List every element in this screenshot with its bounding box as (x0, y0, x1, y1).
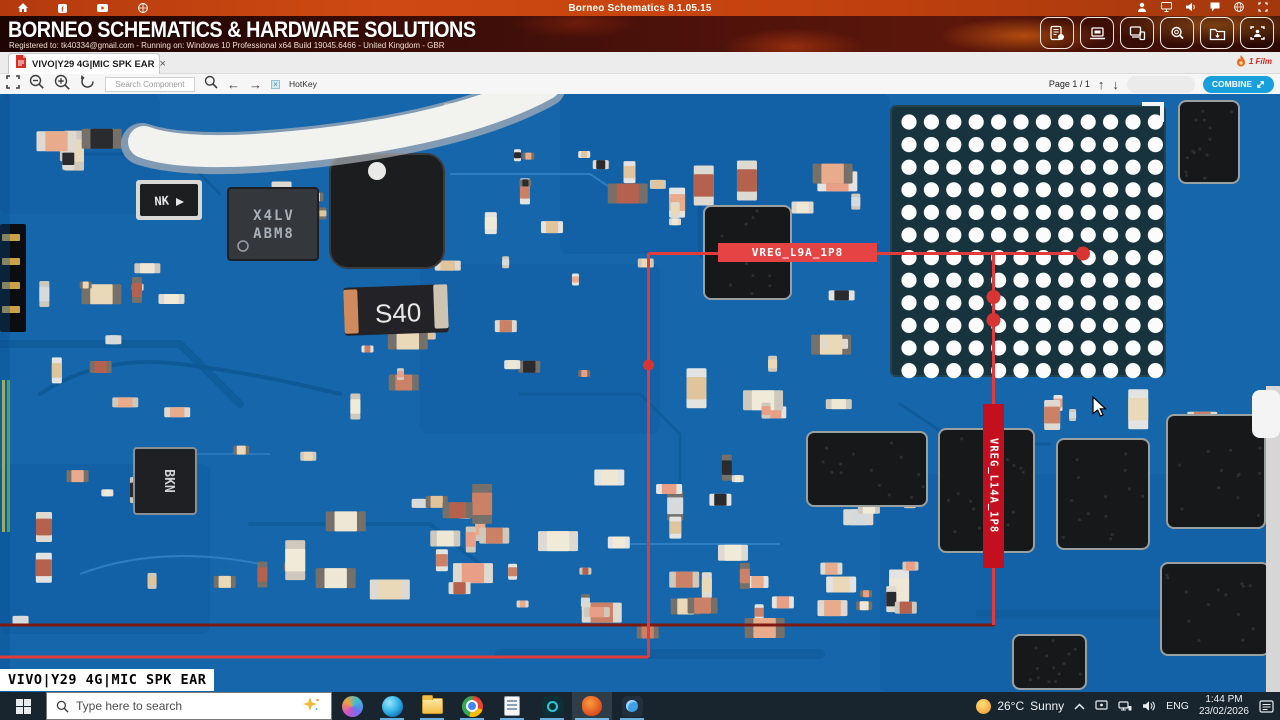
board-title-label: VIVO|Y29 4G|MIC SPK EAR (0, 669, 215, 691)
monitor-icon[interactable] (1161, 2, 1172, 12)
window-title: Borneo Schematics 8.1.05.15 (568, 2, 712, 14)
clock[interactable]: 1:44 PM 23/02/2026 (1199, 694, 1249, 719)
hotkey-checkbox[interactable]: × (271, 79, 280, 89)
svg-text:ABM8: ABM8 (253, 226, 295, 242)
weather-temp: 26°C (997, 699, 1025, 713)
weather-widget[interactable]: 26°C Sunny (976, 698, 1065, 714)
net-probe-dot (643, 359, 654, 371)
speaker-icon[interactable] (1186, 2, 1196, 12)
search-component-input[interactable] (105, 76, 195, 92)
windows-taskbar: Type here to search 26°C Sunny ENG 1:44 … (0, 692, 1280, 720)
atom-icon (541, 695, 563, 717)
banner-registration: Registered to: tk40334@gmail.com - Runni… (9, 41, 445, 50)
home-icon[interactable] (18, 3, 28, 13)
facebook-icon[interactable]: f (58, 3, 67, 13)
notepad-icon (504, 696, 520, 716)
page-down-button[interactable]: ↓ (1112, 76, 1119, 92)
combine-label: COMBINE (1211, 79, 1252, 89)
mouse-cursor (1092, 395, 1108, 417)
svg-text:NK: NK (154, 193, 170, 208)
files-badge: 1 Film (1236, 55, 1272, 67)
rotate-button[interactable] (80, 74, 96, 94)
taskbar-app-explorer[interactable] (412, 692, 452, 720)
search-doc-button[interactable] (1160, 17, 1194, 49)
chrome-icon (461, 695, 483, 717)
tab-label: VIVO|Y29 4G|MIC SPK EAR (32, 58, 155, 70)
svg-text:S40: S40 (374, 297, 421, 329)
show-hidden-icons-chevron[interactable] (1074, 702, 1085, 710)
viewer-toolbar: ← → × HotKey Page 1 / 1 ↑ ↓ COMBINE (0, 74, 1280, 94)
windows-logo-icon (15, 698, 31, 714)
back-button[interactable]: ← (227, 76, 240, 92)
svg-text:f: f (61, 4, 64, 12)
browser-icon[interactable] (138, 3, 148, 13)
app-banner: BORNEO SCHEMATICS & HARDWARE SOLUTIONS R… (0, 16, 1280, 52)
file-explorer-icon (421, 695, 443, 714)
net-label-vreg-l14a[interactable]: VREG_L14A_1P8 (983, 404, 1004, 568)
zoom-out-button[interactable] (29, 74, 45, 94)
clock-date: 23/02/2026 (1198, 706, 1249, 717)
weather-condition: Sunny (1030, 699, 1065, 713)
network-icon[interactable] (1118, 700, 1132, 712)
volume-icon[interactable] (1142, 700, 1156, 712)
laptop-button[interactable] (1080, 17, 1114, 49)
files-badge-label: 1 Film (1248, 56, 1272, 66)
screenshare-button[interactable] (1240, 17, 1274, 49)
tab-bar: VIVO|Y29 4G|MIC SPK EAR × 1 Film (0, 52, 1280, 74)
hotkey-label: HotKey (289, 79, 317, 89)
folder-download-button[interactable] (1200, 17, 1234, 49)
window-titlebar: f Borneo Schematics 8.1.05.15 (0, 0, 1280, 16)
edge-icon (381, 695, 403, 717)
taskbar-app-notepad[interactable] (492, 692, 532, 720)
search-icon[interactable] (204, 75, 218, 94)
user-icon[interactable] (1137, 2, 1147, 12)
net-label-vreg-l9a[interactable]: VREG_L9A_1P8 (718, 243, 877, 262)
flame-icon (1236, 55, 1245, 67)
search-icon (56, 700, 69, 713)
page-up-button[interactable]: ↑ (1097, 76, 1105, 92)
net-probe-dot (986, 313, 1001, 327)
youtube-icon[interactable] (97, 4, 108, 12)
clock-time: 1:44 PM (1205, 693, 1243, 705)
net-probe-dot (1076, 246, 1090, 261)
language-indicator[interactable]: ENG (1166, 700, 1189, 712)
expand-arrows-icon (1257, 80, 1264, 88)
tab-active[interactable]: VIVO|Y29 4G|MIC SPK EAR × (8, 53, 166, 74)
forward-button[interactable]: → (249, 76, 262, 92)
sun-icon (976, 698, 992, 714)
pdf-icon (15, 55, 27, 73)
net-probe-dot (986, 290, 1001, 304)
combine-button[interactable]: COMBINE (1202, 75, 1274, 93)
expand-icon[interactable] (1258, 2, 1268, 12)
copilot-icon (341, 695, 363, 717)
page-indicator: Page 1 / 1 (1048, 79, 1090, 89)
notification-center-icon[interactable] (1259, 699, 1274, 713)
zoom-in-button[interactable] (54, 74, 71, 95)
taskbar-app-edge[interactable] (372, 692, 412, 720)
devices-button[interactable] (1120, 17, 1154, 49)
copilot-sparkle-icon (300, 696, 322, 717)
secondary-pill-button[interactable] (1126, 75, 1195, 93)
tab-close-icon[interactable]: × (159, 57, 166, 70)
fit-screen-button[interactable] (6, 74, 20, 94)
news-button[interactable] (1040, 17, 1074, 49)
tray-monitor-icon[interactable] (1095, 700, 1108, 712)
taskbar-app-copilot[interactable] (332, 692, 372, 720)
taskbar-app-camera[interactable] (612, 692, 652, 720)
start-button[interactable] (0, 692, 46, 720)
taskbar-search[interactable]: Type here to search (46, 692, 332, 720)
banner-title: BORNEO SCHEMATICS & HARDWARE SOLUTIONS (8, 17, 476, 42)
borneo-icon (582, 696, 602, 716)
taskbar-app-borneo[interactable] (572, 692, 612, 720)
svg-text:X4LV: X4LV (253, 208, 295, 224)
svg-text:BKN: BKN (161, 469, 176, 493)
camera-icon (621, 695, 643, 717)
taskbar-app-chrome[interactable] (452, 692, 492, 720)
taskbar-search-placeholder: Type here to search (76, 699, 183, 713)
chat-icon[interactable] (1210, 2, 1220, 12)
taskbar-app-tool[interactable] (532, 692, 572, 720)
globe-icon[interactable] (1234, 2, 1244, 12)
